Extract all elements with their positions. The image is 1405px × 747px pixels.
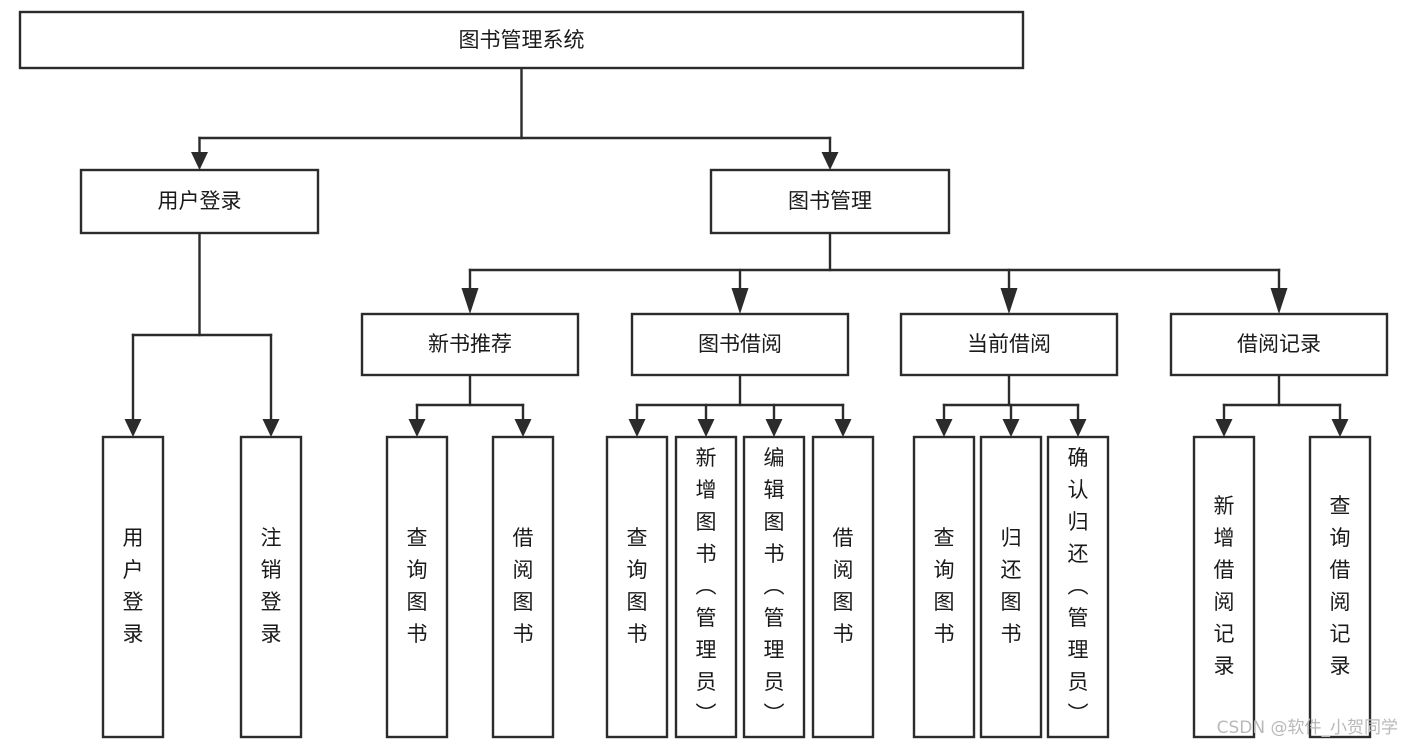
node-borrow-record[interactable]: 借阅记录	[1169, 312, 1389, 377]
node-book-borrow[interactable]: 图书借阅	[630, 312, 850, 377]
arrow-head-new-book	[461, 288, 479, 314]
leaf-node[interactable]: 编辑图书︵管理员︶	[742, 435, 806, 739]
arrow-head-borrow-record	[1270, 288, 1288, 314]
leaf-user-login-1-rect[interactable]	[239, 435, 303, 739]
leaf-new-book-1-rect[interactable]	[491, 435, 555, 739]
node-root-rect[interactable]	[18, 10, 1025, 70]
node-user-login-label: 用户登录	[158, 189, 242, 213]
leaf-book-borrow-0-label: 查询图书	[627, 526, 648, 646]
leaf-node[interactable]: 查询图书	[605, 435, 669, 739]
leaf-borrow-record-1-rect[interactable]	[1308, 435, 1372, 739]
arrow-head-leaf-borrow-record-0	[1215, 419, 1233, 437]
leaf-new-book-0-rect[interactable]	[385, 435, 449, 739]
watermark-label: CSDN @软件_小贺同学	[1217, 718, 1398, 738]
node-book-manage-rect[interactable]	[709, 168, 951, 235]
node-book-borrow-rect[interactable]	[630, 312, 850, 377]
leaf-user-login-0-rect[interactable]	[101, 435, 165, 739]
arrow-head-leaf-book-borrow-2	[765, 419, 783, 437]
leaf-borrow-record-1-label: 查询借阅记录	[1330, 494, 1351, 678]
arrow-head-leaf-user-login-0	[124, 419, 142, 437]
leaf-book-borrow-0-rect[interactable]	[605, 435, 669, 739]
arrow-head-leaf-current-borrow-2	[1069, 419, 1087, 437]
node-new-book-recommend-label: 新书推荐	[428, 332, 512, 356]
leaf-node[interactable]: 归还图书	[979, 435, 1043, 739]
leaf-new-book-0-label: 查询图书	[407, 526, 428, 646]
arrow-head-leaf-current-borrow-1	[1002, 419, 1020, 437]
leaf-node[interactable]: 新增借阅记录	[1192, 435, 1256, 739]
leaf-node[interactable]: 注销登录	[239, 435, 303, 739]
leaf-new-book-1-label: 借阅图书	[513, 526, 534, 646]
leaf-current-borrow-0-rect[interactable]	[912, 435, 976, 739]
leaf-node[interactable]: 借阅图书	[491, 435, 555, 739]
node-user-login[interactable]: 用户登录	[79, 168, 320, 235]
leaf-node[interactable]: 用户登录	[101, 435, 165, 739]
node-current-borrow-rect[interactable]	[899, 312, 1119, 377]
leaf-node[interactable]: 借阅图书	[811, 435, 875, 739]
node-new-book-recommend[interactable]: 新书推荐	[360, 312, 580, 377]
arrow-head-leaf-new-book-1	[514, 419, 532, 437]
node-borrow-record-label: 借阅记录	[1237, 332, 1321, 356]
leaf-user-login-1-label: 注销登录	[261, 526, 282, 646]
node-current-borrow-label: 当前借阅	[967, 332, 1051, 356]
node-borrow-record-rect[interactable]	[1169, 312, 1389, 377]
arrow-head-leaf-new-book-0	[408, 419, 426, 437]
leaf-book-borrow-2-rect[interactable]	[742, 435, 806, 739]
arrow-head-leaf-user-login-1	[262, 419, 280, 437]
arrow-head-current-borrow	[1000, 288, 1018, 314]
leaf-current-borrow-0-label: 查询图书	[934, 526, 955, 646]
arrow-head-leaf-borrow-record-1	[1331, 419, 1349, 437]
leaf-borrow-record-0-rect[interactable]	[1192, 435, 1256, 739]
arrow-head-user-login	[191, 152, 208, 170]
leaf-current-borrow-2-rect[interactable]	[1046, 435, 1110, 739]
leaf-node[interactable]: 查询图书	[912, 435, 976, 739]
leaf-node[interactable]: 确认归还︵管理员︶	[1046, 435, 1110, 739]
node-user-login-rect[interactable]	[79, 168, 320, 235]
arrow-head-leaf-book-borrow-0	[628, 419, 646, 437]
leaf-user-login-0-label: 用户登录	[123, 526, 144, 646]
arrow-head-book-borrow	[731, 288, 749, 314]
node-book-borrow-label: 图书借阅	[698, 332, 782, 356]
node-root[interactable]: 图书管理系统	[18, 10, 1025, 70]
connector-layer	[124, 66, 1349, 437]
leaf-current-borrow-1-label: 归还图书	[1001, 526, 1022, 646]
leaf-node[interactable]: 查询图书	[385, 435, 449, 739]
leaf-book-borrow-3-label: 借阅图书	[833, 526, 854, 646]
node-current-borrow[interactable]: 当前借阅	[899, 312, 1119, 377]
leaf-current-borrow-2-label: 确认归还︵管理员︶	[1068, 446, 1089, 726]
arrow-head-leaf-current-borrow-0	[935, 419, 953, 437]
leaf-current-borrow-1-rect[interactable]	[979, 435, 1043, 739]
leaf-book-borrow-1-label: 新增图书︵管理员︶	[696, 446, 717, 726]
leaf-node[interactable]: 查询借阅记录	[1308, 435, 1372, 739]
leaf-book-borrow-1-rect[interactable]	[674, 435, 738, 739]
arrow-head-leaf-book-borrow-3	[834, 419, 852, 437]
leaf-node[interactable]: 新增图书︵管理员︶	[674, 435, 738, 739]
node-book-manage[interactable]: 图书管理	[709, 168, 951, 235]
node-new-book-recommend-rect[interactable]	[360, 312, 580, 377]
arrow-head-book-manage	[821, 152, 839, 170]
node-root-label: 图书管理系统	[459, 28, 585, 52]
arrow-head-leaf-book-borrow-1	[697, 419, 715, 437]
leaf-book-borrow-2-label: 编辑图书︵管理员︶	[764, 446, 785, 726]
leaf-book-borrow-3-rect[interactable]	[811, 435, 875, 739]
node-book-manage-label: 图书管理	[788, 189, 872, 213]
leaf-borrow-record-0-label: 新增借阅记录	[1214, 494, 1235, 678]
